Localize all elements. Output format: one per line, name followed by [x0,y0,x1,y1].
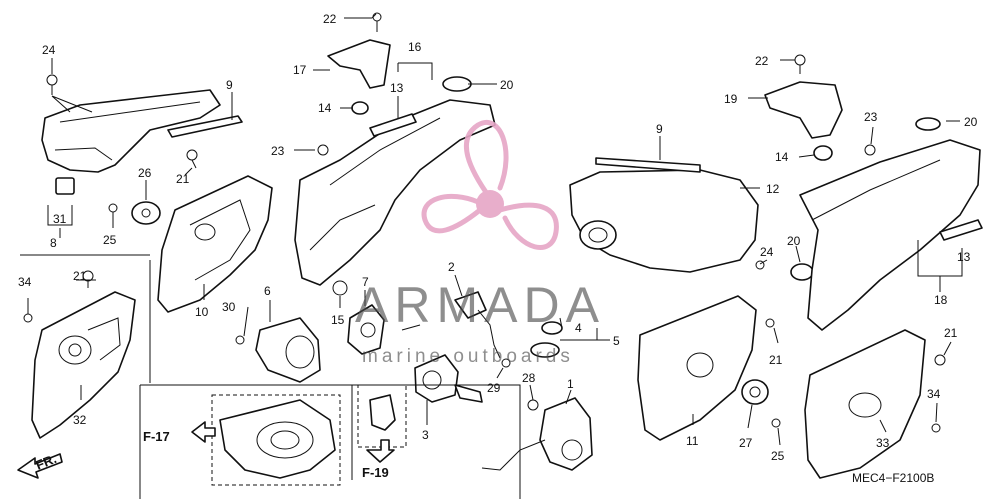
leader-lines [20,13,963,446]
callout-29: 29 [487,381,501,395]
ref-f19: F-19 [362,465,389,480]
part-33-lower-cover [804,329,926,479]
callout-25b: 25 [771,449,785,463]
callout-14: 14 [318,101,332,115]
fasteners [23,12,946,433]
callout-28: 28 [522,371,536,385]
callout-31: 31 [53,212,67,226]
callout-10: 10 [195,305,209,319]
callout-4: 4 [575,321,582,335]
part-20-grommet-a [442,76,472,92]
callout-12: 12 [766,182,780,196]
part-19-upper-bracket [764,81,843,139]
part-20-grommet-c [790,263,814,281]
part-13-emblem-right [939,219,983,241]
callout-22: 22 [323,12,337,26]
detail-f19-part [369,394,396,431]
part-1-fuel-switch [481,397,593,471]
part-10-inner-panel [157,175,273,313]
callout-20c: 20 [787,234,801,248]
callout-23: 23 [271,144,285,158]
callout-21d: 21 [944,326,958,340]
part-16-center-cowl [294,99,496,286]
part-9-strip-left [167,115,243,138]
part-8-upper-cover [41,89,221,173]
part-13-emblem [369,113,417,137]
part-31-clip [55,177,75,195]
callout-8: 8 [50,236,57,250]
callout-27: 27 [739,436,753,450]
part-7-switch-body [347,304,385,355]
part-32-lower-panel [31,291,136,439]
callout-13b: 13 [957,250,971,264]
callout-labels: 22 16 17 13 20 14 24 9 26 21 31 8 25 23 … [18,12,978,463]
watermark-tagline: marine outboards [362,346,574,367]
part-3-key-cylinder [414,354,483,403]
callout-2: 2 [448,260,455,274]
part-11-side-panel-left [637,295,757,441]
part-27-grommet [741,379,769,405]
front-arrow [17,453,63,479]
callout-26: 26 [138,166,152,180]
detail-outline-f17 [211,394,341,486]
callout-34b: 34 [927,387,941,401]
callout-21: 21 [176,172,190,186]
callout-13: 13 [390,81,404,95]
part-14-grommet-b [813,145,833,161]
watermark-brand: ARMADA [355,277,605,333]
callout-19: 19 [724,92,738,106]
propeller-logo [421,120,559,250]
callout-33: 33 [876,436,890,450]
f19-arrow [366,439,395,463]
callout-20: 20 [500,78,514,92]
part-2-wiring [401,291,501,359]
part-9-strip-right [595,157,701,173]
part-4-5-washer [530,321,563,358]
callout-18: 18 [934,293,948,307]
callout-11: 11 [686,434,699,448]
part-20-grommet-b [915,117,941,131]
callout-9: 9 [226,78,233,92]
callout-15: 15 [331,313,345,327]
callout-16: 16 [408,40,422,54]
part-17-bracket [327,39,391,89]
callout-17: 17 [293,63,307,77]
callout-25: 25 [103,233,117,247]
callout-34: 34 [18,275,32,289]
callout-5: 5 [613,334,620,348]
part-18-side-cover [799,139,981,331]
diagram-code: MEC4−F2100B [852,471,934,485]
callout-9b: 9 [656,122,663,136]
callout-1: 1 [567,377,574,391]
callout-7: 7 [362,275,369,289]
part-6-cover-sleeve [255,317,321,383]
front-label: FR. [34,451,59,473]
callout-6: 6 [264,284,271,298]
callout-21b: 21 [73,269,87,283]
part-12-fuel-tank [569,169,759,273]
callout-32: 32 [73,413,87,427]
callout-24: 24 [42,43,56,57]
callout-22b: 22 [755,54,769,68]
callout-3: 3 [422,428,429,442]
callout-30: 30 [222,300,236,314]
part-14-grommet-a [351,101,369,115]
callout-20b: 20 [964,115,978,129]
f17-arrow [191,421,216,443]
detail-ring-assembly [219,399,336,479]
callout-24b: 24 [760,245,774,259]
part-26-grommet [131,201,161,225]
bracket-31-8 [47,205,73,226]
detail-box-top [140,384,521,499]
callout-14b: 14 [775,150,789,164]
ref-f17: F-17 [143,429,170,444]
callout-21c: 21 [769,353,783,367]
callout-23b: 23 [864,110,878,124]
